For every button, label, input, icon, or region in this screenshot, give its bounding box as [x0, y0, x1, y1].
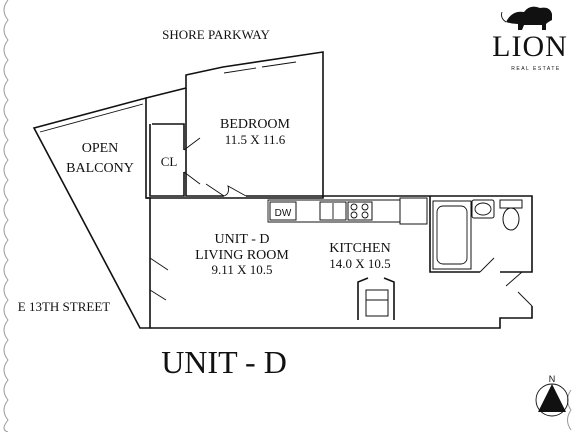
pantry-shelf	[365, 289, 389, 317]
balcony-outline	[32, 96, 151, 329]
bedroom-window-1	[223, 67, 257, 74]
bedroom-bottom-wall	[185, 88, 323, 197]
refrigerator	[399, 197, 428, 225]
bedroom-window-2	[261, 61, 297, 68]
unit-title: UNIT - D	[161, 344, 287, 380]
bedroom-door	[205, 183, 247, 197]
living-dims: 9.11 X 10.5	[212, 262, 273, 277]
pantry-walls	[357, 277, 395, 320]
living-door	[149, 257, 169, 301]
stove-burner-2	[361, 203, 369, 211]
stove-burner-3	[350, 211, 358, 219]
south-wall	[150, 306, 533, 329]
compass-label: N	[549, 374, 556, 384]
dishwasher-label: DW	[275, 208, 292, 219]
dishwasher-box	[269, 201, 297, 221]
logo-tagline: REAL ESTATE	[511, 66, 560, 72]
page-edge-right	[567, 389, 572, 431]
living-label-line2: LIVING ROOM	[195, 248, 289, 263]
balcony-label-line2: BALCONY	[66, 161, 134, 176]
bathroom-walls	[429, 196, 522, 273]
compass-arrow-icon	[538, 384, 566, 412]
logo-name: LION	[492, 30, 568, 63]
stove-burner-1	[350, 203, 358, 211]
entry-door	[505, 271, 533, 307]
lion-icon	[506, 6, 552, 31]
toilet-tank	[499, 199, 523, 209]
living-label-line1: UNIT - D	[215, 232, 270, 247]
north-compass: N	[535, 374, 569, 417]
bathroom-door	[479, 257, 495, 273]
kitchen-label: KITCHEN	[329, 241, 390, 256]
bedroom-label: BEDROOM	[220, 117, 291, 132]
bedroom-walls	[145, 51, 324, 196]
kitchen-dims: 14.0 X 10.5	[329, 256, 390, 271]
bedroom-dims: 11.5 X 11.6	[225, 132, 286, 147]
closet-label: CL	[161, 154, 178, 169]
balcony-label-line1: OPEN	[82, 141, 119, 156]
stove	[347, 201, 373, 221]
closet-door	[183, 137, 201, 185]
balcony-railing	[39, 103, 144, 133]
bathtub-basin	[436, 205, 468, 265]
living-kitchen-walls	[146, 195, 533, 273]
toilet-bowl	[502, 207, 520, 231]
lion-tail	[501, 11, 507, 23]
sink-basin	[474, 202, 492, 216]
page-edge-left	[3, 0, 9, 432]
street-top-label: SHORE PARKWAY	[162, 27, 270, 42]
closet-walls	[149, 123, 185, 197]
lion-logo: LION REAL ESTATE	[492, 6, 568, 72]
bathtub	[432, 200, 472, 270]
stove-burner-4	[361, 211, 369, 219]
street-side-label: E 13TH STREET	[18, 299, 110, 314]
